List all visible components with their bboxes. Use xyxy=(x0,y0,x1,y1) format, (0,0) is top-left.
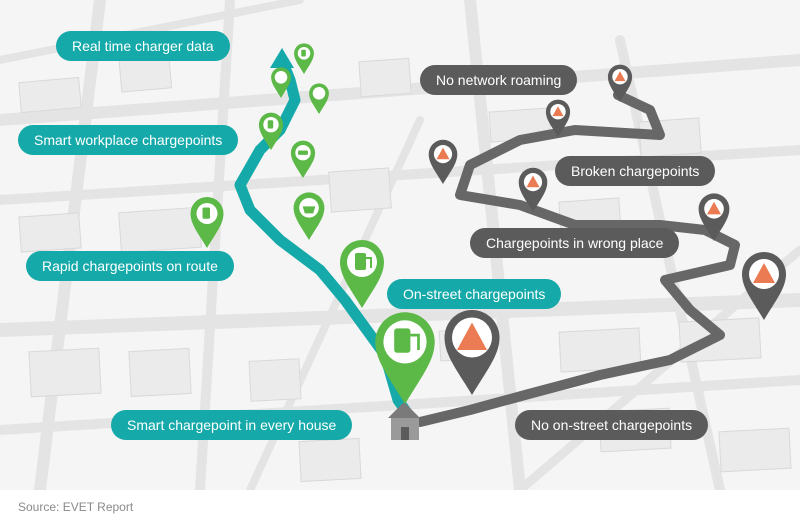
house-icon xyxy=(388,402,420,440)
shopping-basket-icon xyxy=(293,192,325,240)
charger-icon xyxy=(309,83,329,114)
charger-icon xyxy=(340,240,384,308)
charger-icon xyxy=(294,43,314,74)
charger-icon xyxy=(190,197,224,248)
green-pins xyxy=(190,43,435,404)
warning-icon xyxy=(698,193,730,241)
label-broken-chargepoints: Broken chargepoints xyxy=(555,156,716,186)
warning-icon xyxy=(518,167,548,212)
label-smart-chargepoint-in-every-house: Smart chargepoint in every house xyxy=(111,410,353,440)
warning-icon xyxy=(545,99,571,137)
source-caption: Source: EVET Report xyxy=(18,500,134,514)
warning-icon xyxy=(428,139,458,184)
label-no-network-roaming: No network roaming xyxy=(420,65,578,95)
plug-icon xyxy=(271,67,291,98)
label-smart-workplace-chargepoints: Smart workplace chargepoints xyxy=(18,125,239,155)
label-rapid-chargepoints-on-route: Rapid chargepoints on route xyxy=(26,251,234,281)
warning-icon xyxy=(742,252,786,320)
charger-icon xyxy=(375,312,435,404)
warning-pins xyxy=(428,64,786,395)
route-arrow-icon xyxy=(270,48,294,68)
warning-icon xyxy=(607,64,633,102)
label-on-street-chargepoints: On-street chargepoints xyxy=(387,279,562,309)
label-chargepoints-in-wrong-place: Chargepoints in wrong place xyxy=(470,228,680,258)
label-no-on-street-chargepoints: No on-street chargepoints xyxy=(515,410,709,440)
car-icon xyxy=(290,140,316,178)
warning-icon xyxy=(444,310,500,395)
charger-icon xyxy=(258,112,284,150)
label-real-time-charger-data: Real time charger data xyxy=(56,31,230,61)
